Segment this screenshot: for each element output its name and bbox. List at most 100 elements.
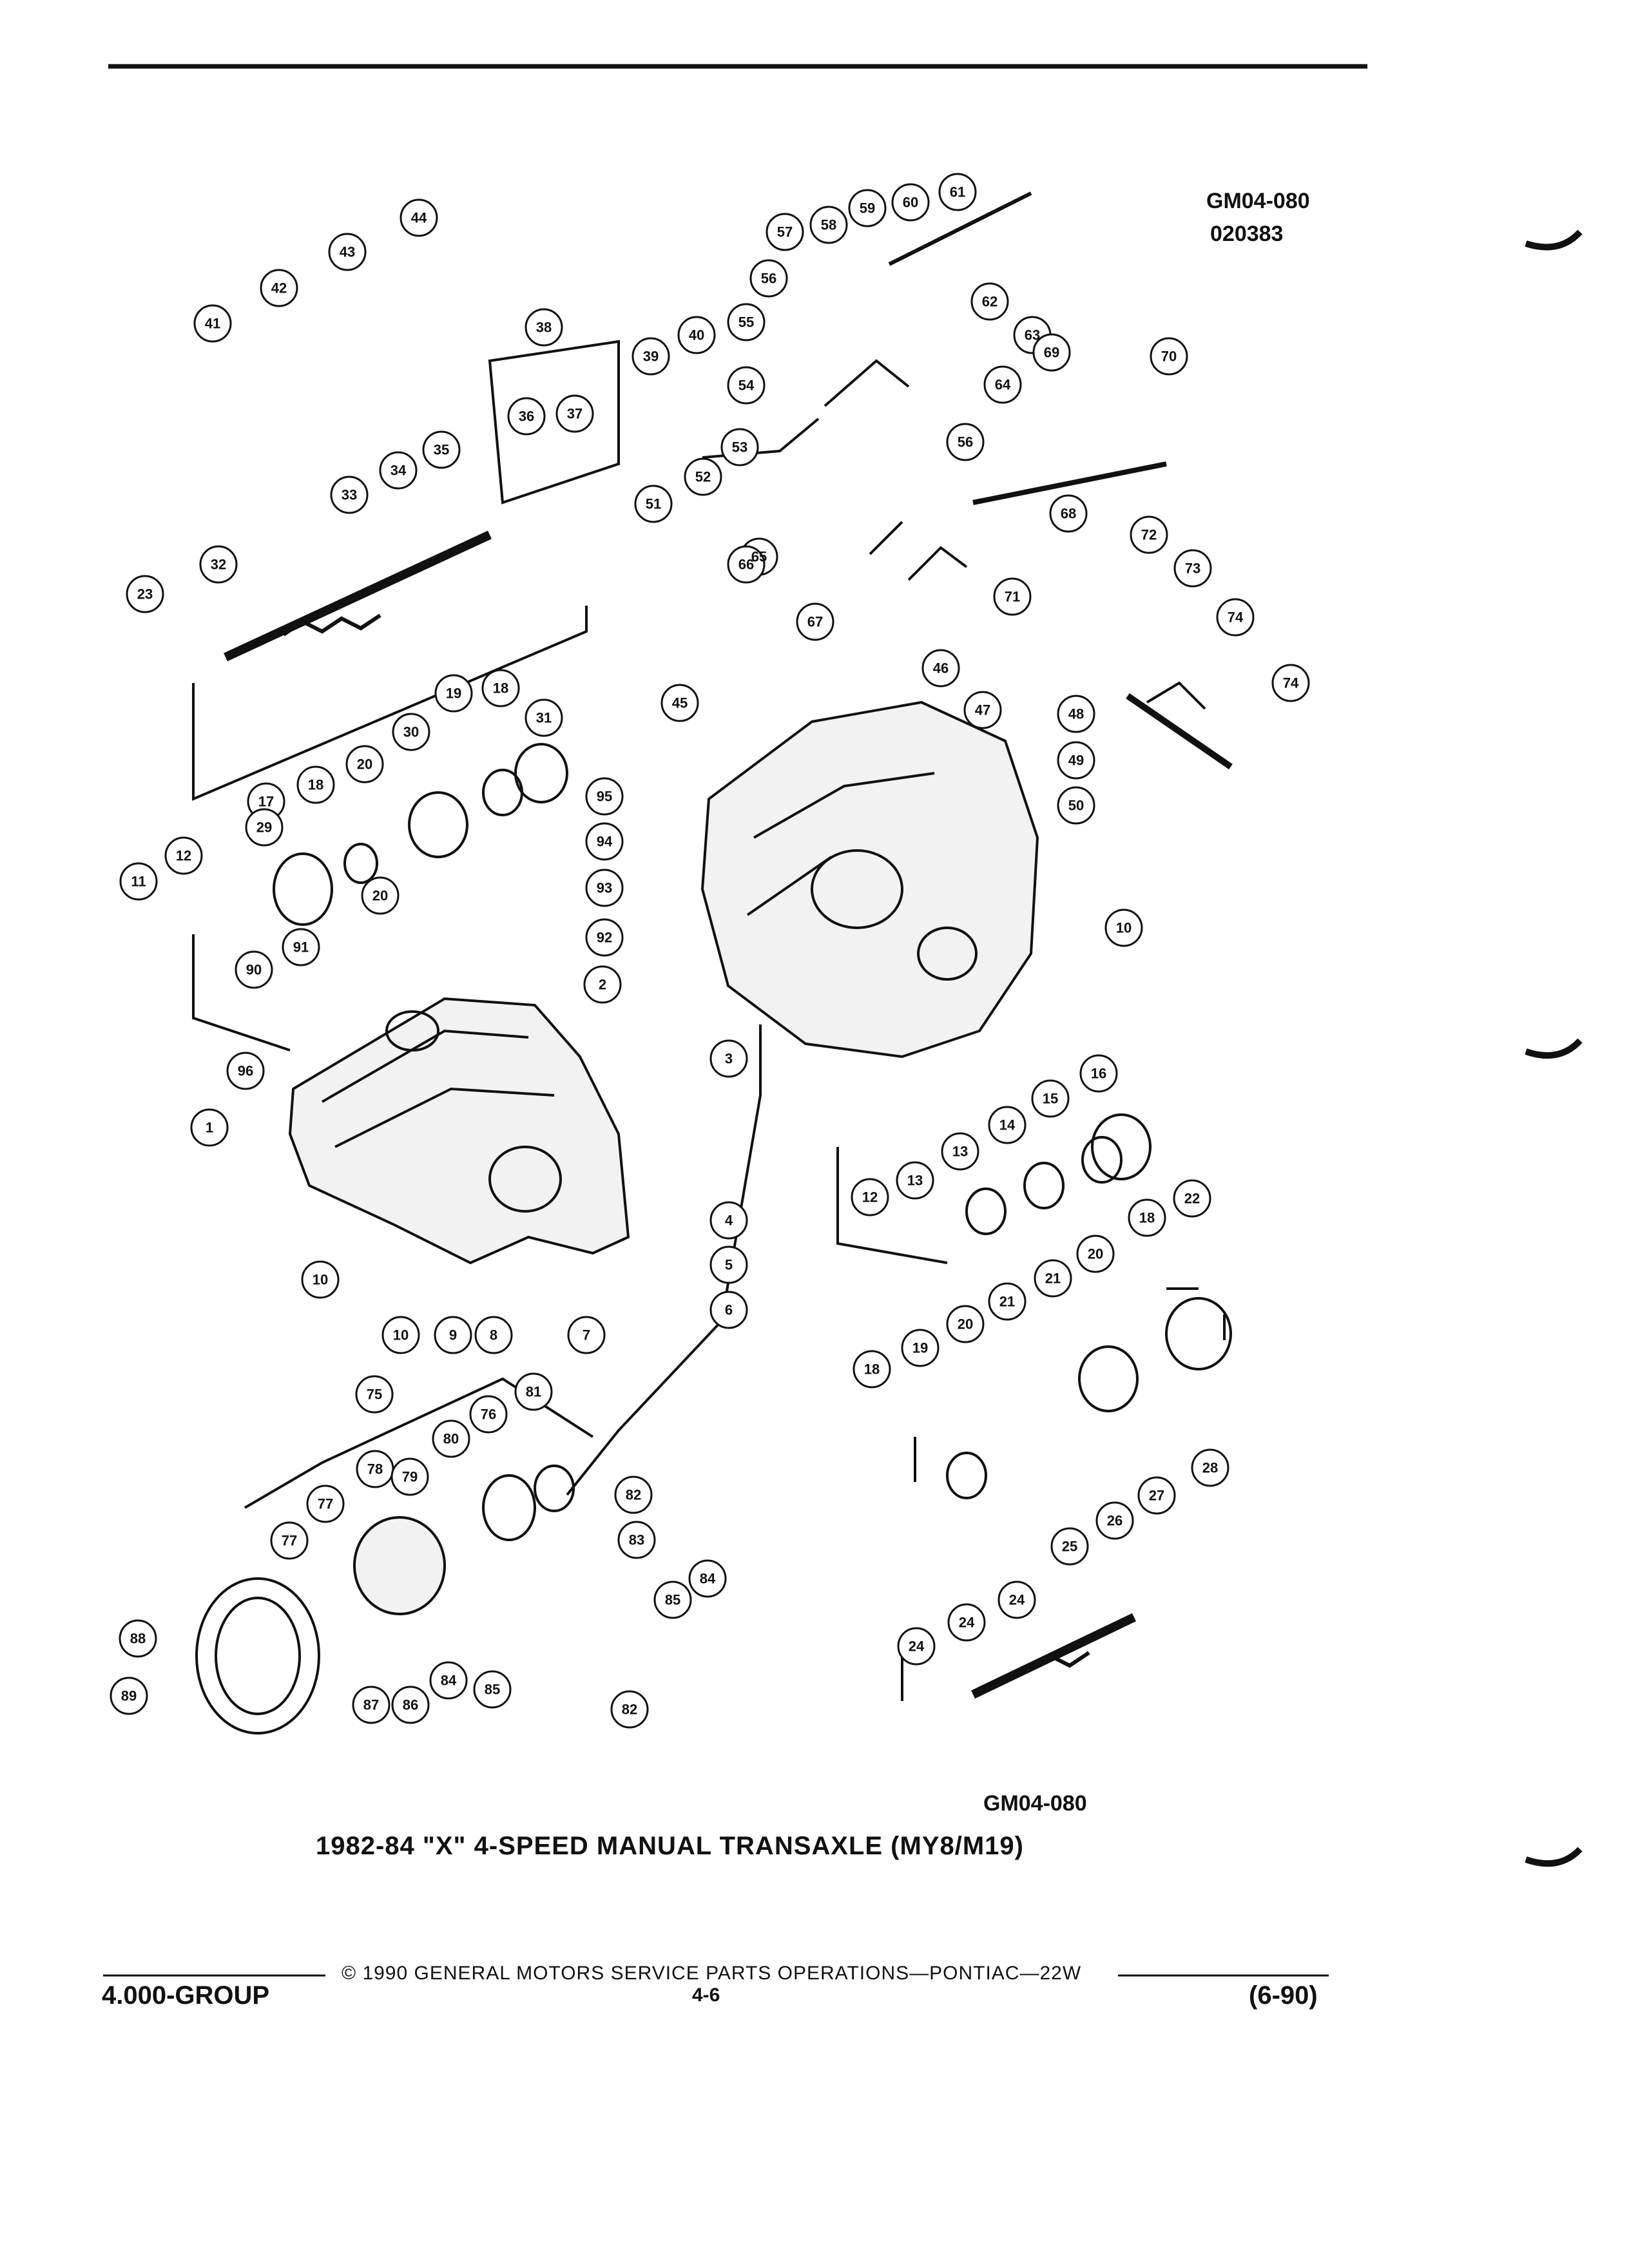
group-bracket-gears [192, 606, 588, 802]
callout-number: 48 [1068, 706, 1084, 722]
callout-number: 30 [403, 724, 419, 740]
callout-number: 63 [1025, 327, 1040, 343]
callout-number: 1 [206, 1120, 213, 1136]
callout-number: 12 [862, 1189, 878, 1206]
callout-number: 29 [256, 820, 272, 836]
callout-number: 21 [1045, 1271, 1061, 1287]
callout-number: 3 [725, 1051, 733, 1067]
binding-mark-2 [1525, 1038, 1583, 1059]
footer-date: (6-90) [1249, 1981, 1318, 2010]
callout-number: 60 [903, 195, 918, 211]
callout-number: 43 [340, 244, 355, 260]
callout-number: 41 [205, 316, 220, 332]
callout-number: 19 [912, 1340, 928, 1356]
callout-number: 40 [689, 327, 704, 343]
differential-case [353, 1516, 446, 1615]
callout-number: 66 [738, 557, 754, 573]
callout-number: 20 [958, 1316, 973, 1332]
callout-number: 26 [1107, 1513, 1123, 1529]
callout-number: 73 [1185, 561, 1200, 577]
callout-number: 7 [583, 1327, 590, 1343]
callout-number: 52 [695, 469, 711, 485]
callout-number: 85 [485, 1682, 500, 1698]
callout-number: 50 [1068, 798, 1084, 814]
callout-number: 53 [732, 439, 747, 456]
callout-number: 20 [372, 888, 388, 904]
callout-number: 94 [597, 834, 613, 850]
callout-number: 86 [403, 1697, 418, 1713]
callout-number: 14 [999, 1117, 1016, 1133]
callout-number: 92 [597, 930, 612, 946]
copyright-notice: © 1990 GENERAL MOTORS SERVICE PARTS OPER… [342, 1963, 1082, 1984]
callout-number: 96 [238, 1063, 253, 1079]
callout-number: 38 [536, 320, 552, 336]
callout-number: 16 [1091, 1066, 1106, 1082]
callout-number: 19 [446, 686, 461, 702]
callout-number: 51 [646, 496, 661, 512]
callout-number: 11 [131, 874, 146, 890]
callout-number: 64 [995, 377, 1011, 393]
ring-gear [195, 1577, 320, 1735]
callout-number: 88 [130, 1631, 146, 1647]
footer-group: 4.000-GROUP [102, 1981, 270, 2010]
callout-number: 82 [626, 1487, 641, 1503]
callout-number: 25 [1062, 1539, 1077, 1555]
callout-number: 24 [1009, 1592, 1025, 1608]
callout-number: 13 [907, 1173, 923, 1189]
drawing-code: GM04-080 [1206, 189, 1310, 213]
callout-number: 13 [952, 1144, 968, 1160]
callout-number: 91 [293, 939, 309, 956]
callout-number: 9 [449, 1327, 457, 1343]
callout-number: 15 [1043, 1091, 1058, 1107]
binding-mark-3 [1525, 1847, 1583, 1867]
callout-number: 61 [950, 184, 965, 200]
callout-number: 95 [597, 789, 612, 805]
callout-labels: 1234567891010101112121313141516171818181… [121, 184, 1299, 1718]
callout-number: 72 [1141, 527, 1157, 543]
callout-number: 4 [725, 1213, 733, 1229]
callout-number: 23 [137, 586, 153, 602]
callout-number: 12 [176, 848, 191, 864]
callout-number: 78 [367, 1461, 383, 1477]
callout-number: 28 [1202, 1460, 1218, 1476]
callout-number: 54 [738, 378, 755, 394]
binding-mark-1 [1525, 229, 1583, 251]
callout-number: 75 [367, 1387, 382, 1403]
callout-number: 32 [211, 557, 226, 573]
callout-number: 33 [342, 487, 357, 503]
shift-rail [972, 461, 1167, 505]
callout-number: 5 [725, 1257, 733, 1273]
caption-drawing-code: GM04-080 [983, 1791, 1087, 1816]
callout-number: 35 [434, 442, 449, 458]
callout-number: 90 [246, 962, 262, 978]
callout-number: 56 [761, 271, 776, 287]
callout-number: 34 [390, 463, 407, 479]
parts-artwork [192, 191, 1233, 1735]
callout-number: 85 [665, 1592, 680, 1608]
callout-number: 8 [490, 1327, 497, 1343]
callout-number: 37 [567, 406, 583, 422]
callout-number: 80 [443, 1431, 459, 1447]
callout-number: 42 [271, 280, 287, 296]
callout-number: 24 [909, 1639, 925, 1655]
callout-number: 89 [121, 1688, 137, 1704]
callout-number: 77 [318, 1496, 333, 1512]
callout-number: 84 [441, 1673, 457, 1689]
callout-number: 10 [313, 1272, 328, 1288]
callout-number: 24 [959, 1615, 975, 1631]
callout-number: 6 [725, 1302, 733, 1318]
callout-number: 10 [393, 1327, 409, 1343]
page-number: 4-6 [692, 1984, 720, 2006]
drawing-date-code: 020383 [1210, 222, 1284, 246]
callout-number: 36 [519, 408, 534, 425]
callout-number: 82 [622, 1702, 637, 1718]
callout-number: 20 [1088, 1246, 1103, 1262]
callout-number: 79 [402, 1469, 418, 1485]
callout-number: 18 [308, 777, 323, 793]
callout-number: 55 [738, 314, 754, 331]
callout-number: 56 [958, 434, 973, 450]
callout-number: 18 [493, 680, 508, 697]
callout-number: 21 [999, 1294, 1015, 1310]
callout-number: 46 [933, 660, 949, 677]
